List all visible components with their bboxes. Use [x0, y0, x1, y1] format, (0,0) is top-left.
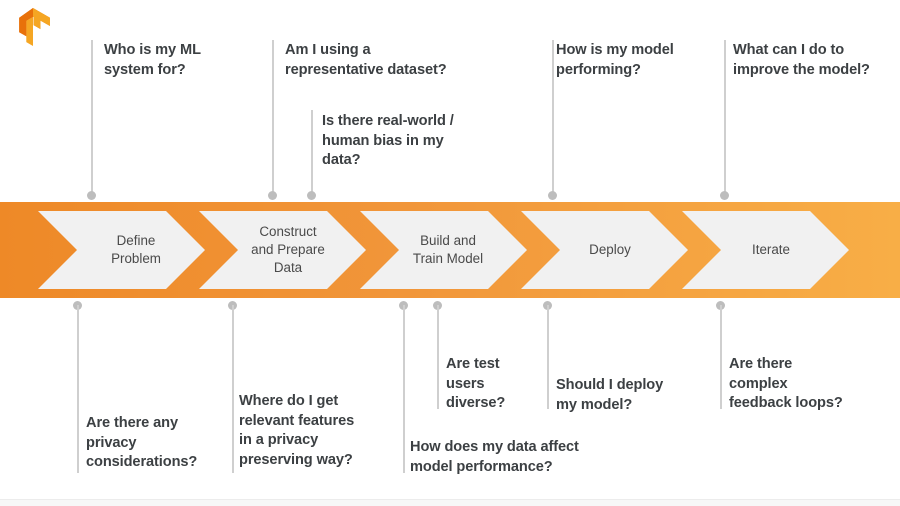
connector-line-below-1 — [77, 305, 79, 473]
question-above-how-is-my-model-performing: How is my model performing? — [556, 42, 674, 78]
question-above-is-there-real-world-human-bias: Is there real-world / human bias in my d… — [322, 113, 454, 169]
pipeline-band — [0, 202, 900, 298]
connector-line-above-3 — [311, 110, 313, 196]
connector-dot-above-1 — [87, 191, 96, 200]
connector-dot-above-4 — [548, 191, 557, 200]
connector-line-below-4 — [437, 305, 439, 409]
connector-line-above-2 — [272, 40, 274, 196]
pipeline-chevron-iterate[interactable] — [682, 211, 849, 289]
question-below-how-does-my-data-affect-performance: How does my data affect model performanc… — [410, 439, 579, 475]
question-below-are-there-any-privacy-considerations: Are there any privacy considerations? — [86, 415, 198, 471]
pipeline-chevron-define-problem[interactable] — [38, 211, 205, 289]
connector-line-above-4 — [552, 40, 554, 196]
tensorflow-logo — [19, 8, 50, 46]
connector-line-above-5 — [724, 40, 726, 196]
question-above-who-is-my-ml-system-for: Who is my ML system for? — [104, 42, 201, 78]
connector-line-below-2 — [232, 305, 234, 473]
question-above-am-i-using-representative-dataset: Am I using a representative dataset? — [285, 42, 447, 78]
question-below-are-there-complex-feedback-loops: Are there complex feedback loops? — [729, 356, 843, 412]
connector-line-below-5 — [547, 305, 549, 409]
connector-line-below-3 — [403, 305, 405, 473]
question-below-should-i-deploy-my-model: Should I deploy my model? — [556, 377, 664, 413]
connector-line-below-6 — [720, 305, 722, 409]
pipeline-chevron-deploy[interactable] — [521, 211, 688, 289]
connector-dot-above-2 — [268, 191, 277, 200]
question-above-what-can-i-do-to-improve-model: What can I do to improve the model? — [733, 42, 870, 78]
connector-dot-above-5 — [720, 191, 729, 200]
question-below-where-do-i-get-relevant-features: Where do I get relevant features in a pr… — [239, 393, 355, 468]
bottom-divider-strip — [0, 499, 900, 506]
question-below-are-test-users-diverse: Are test users diverse? — [446, 356, 506, 412]
pipeline-chevron-construct-prepare-data[interactable] — [199, 211, 366, 289]
connector-dot-above-3 — [307, 191, 316, 200]
pipeline-chevron-build-train-model[interactable] — [360, 211, 527, 289]
connector-line-above-1 — [91, 40, 93, 196]
